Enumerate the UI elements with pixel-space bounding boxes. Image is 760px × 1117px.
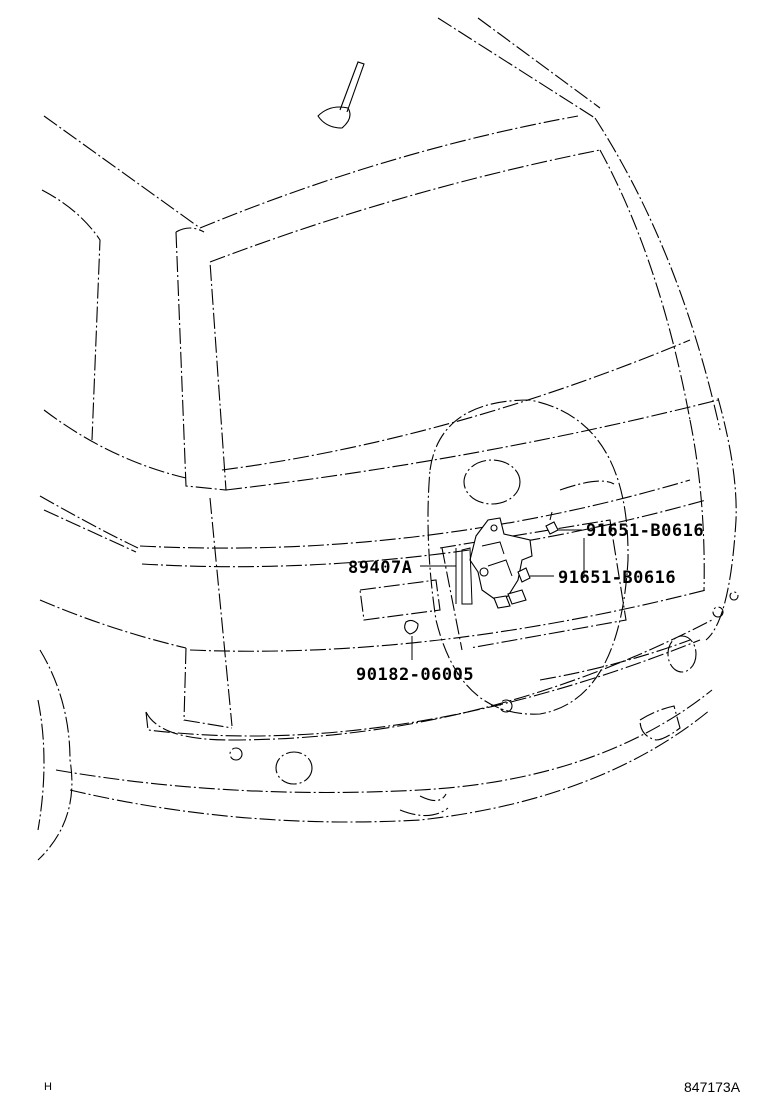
callout-91651-upper: 91651-B0616 (586, 521, 704, 541)
body-outline (37, 17, 737, 861)
leader-lines (411, 529, 585, 660)
roof-antenna (317, 61, 365, 129)
hinge-assembly-89407A (461, 517, 533, 609)
back-door-panel (229, 399, 739, 785)
callout-89407A: 89407A (348, 558, 412, 578)
callout-91651-lower: 91651-B0616 (558, 568, 676, 588)
bolt-lower-91651 (517, 567, 531, 583)
figure-code: 847173A (684, 1079, 741, 1095)
footer-mark: H (44, 1081, 52, 1093)
callout-90182: 90182-06005 (356, 665, 474, 685)
nut-90182 (404, 619, 419, 635)
